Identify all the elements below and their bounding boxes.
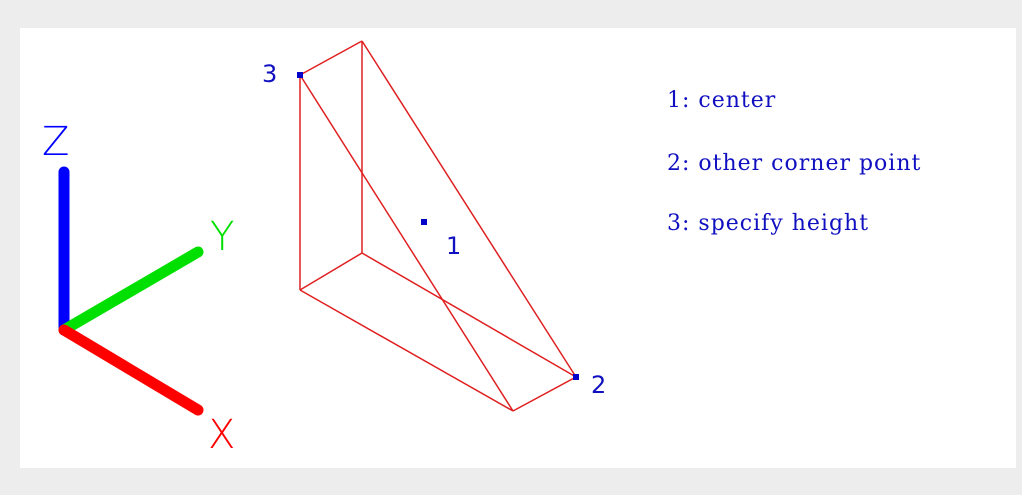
point-3-marker (297, 72, 303, 78)
legend-item-height: 3: specify height (667, 211, 869, 236)
pick-points (297, 72, 579, 380)
wedge-wireframe (299, 40, 577, 412)
x-axis (58, 324, 204, 416)
point-1-marker (421, 219, 427, 225)
x-axis-label: X (208, 412, 235, 458)
point-1-label: 1 (446, 232, 461, 260)
y-axis-label: Y (210, 214, 234, 260)
drawing-canvas (20, 28, 1016, 468)
edge-base-right (512, 376, 577, 412)
z-axis-label: Z (42, 119, 69, 165)
edge-slope-back (361, 40, 577, 378)
y-axis (58, 246, 204, 336)
legend-item-corner: 2: other corner point (667, 151, 921, 176)
point-2-marker (573, 374, 579, 380)
edge-top (299, 40, 363, 76)
edge-base-front (299, 289, 514, 412)
ucs-axis-icon: Z Y X (42, 119, 235, 458)
point-3-label: 3 (262, 60, 277, 88)
edge-base-back (361, 252, 577, 378)
edge-slope-front (299, 74, 514, 412)
edge-base-left (299, 252, 363, 291)
legend: 1: center 2: other corner point 3: speci… (667, 88, 921, 236)
point-2-label: 2 (591, 371, 606, 399)
legend-item-center: 1: center (667, 88, 776, 113)
